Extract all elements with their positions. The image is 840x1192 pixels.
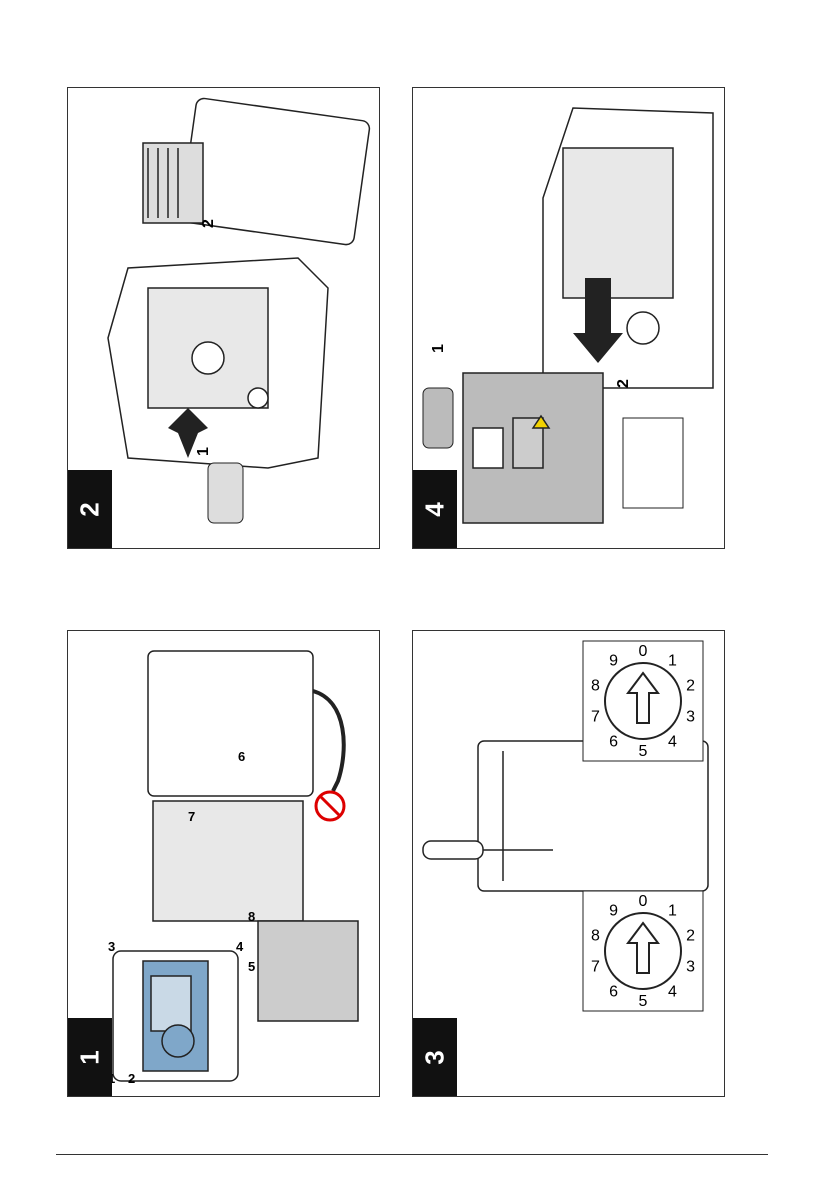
step-badge: 2 xyxy=(68,470,112,548)
dial-digit: 7 xyxy=(591,959,600,976)
dial-digit: 9 xyxy=(609,653,618,670)
dial-digit: 0 xyxy=(639,643,648,660)
label-plate xyxy=(463,373,603,523)
callout-2: 2 xyxy=(615,379,632,388)
callout-7: 7 xyxy=(188,809,195,824)
step-badge: 4 xyxy=(413,470,457,548)
dial-digit: 7 xyxy=(591,709,600,726)
controller-enclosure xyxy=(108,258,328,468)
power-cable xyxy=(313,691,344,791)
rotary-dial-left: 0 12 34 5 67 89 xyxy=(583,641,703,761)
dial-digit: 9 xyxy=(609,903,618,920)
callout-2: 2 xyxy=(200,219,217,228)
controller-open-illustration: 1 2 3 4 5 6 7 8 xyxy=(68,631,379,1096)
dial-digit: 4 xyxy=(668,734,677,751)
callout-1: 1 xyxy=(430,344,447,353)
figure-panel-4: 1 2 4 xyxy=(412,87,725,549)
module-card xyxy=(143,97,370,245)
callout-8: 8 xyxy=(248,909,255,924)
callout-2: 2 xyxy=(128,1071,135,1086)
step-badge: 3 xyxy=(413,1018,457,1096)
figure-panel-1: 1 2 3 4 5 6 7 8 1 xyxy=(67,630,380,1097)
cover-part xyxy=(208,463,243,523)
figure-panel-2: 1 2 2 xyxy=(67,87,380,549)
dial-digit: 1 xyxy=(668,653,677,670)
dial-digit: 6 xyxy=(609,984,618,1001)
dial-digit: 4 xyxy=(668,984,677,1001)
module-card xyxy=(623,418,683,508)
dial-digit: 6 xyxy=(609,734,618,751)
module-card xyxy=(478,741,708,891)
dial-digit: 2 xyxy=(686,928,695,945)
dial-digit: 8 xyxy=(591,678,600,695)
callout-5: 5 xyxy=(248,959,255,974)
dial-digit: 3 xyxy=(686,709,695,726)
controller-front xyxy=(113,951,238,1081)
callout-1: 1 xyxy=(195,447,212,456)
callout-3: 3 xyxy=(108,939,115,954)
callout-4: 4 xyxy=(236,939,244,954)
controller-enclosure xyxy=(543,108,713,388)
cover-part xyxy=(423,388,453,448)
dial-digit: 5 xyxy=(639,743,648,760)
dial-digit: 5 xyxy=(639,993,648,1010)
rotary-dial-right: 0 12 34 5 67 89 xyxy=(583,891,703,1011)
dial-digit: 3 xyxy=(686,959,695,976)
module-removal-illustration: 1 2 xyxy=(68,88,379,548)
callout-6: 6 xyxy=(238,749,245,764)
footer-rule xyxy=(56,1154,768,1155)
module-install-illustration: 1 2 xyxy=(413,88,724,548)
dial-digit: 1 xyxy=(668,903,677,920)
dial-digit: 2 xyxy=(686,678,695,695)
dial-digit: 8 xyxy=(591,928,600,945)
step-badge: 1 xyxy=(68,1018,112,1096)
dial-digit: 0 xyxy=(639,893,648,910)
